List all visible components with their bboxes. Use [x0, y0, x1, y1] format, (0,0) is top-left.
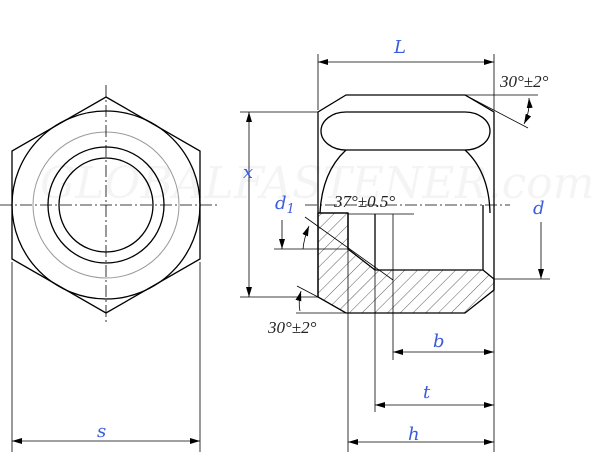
angle-thread-cone: 37°±0.5°	[333, 192, 395, 211]
dim-d-label: d	[533, 198, 545, 219]
dim-h-label: h	[408, 424, 420, 445]
dim-s-label: s	[97, 421, 106, 442]
watermark: GLOBALFASTENER.com	[40, 158, 594, 209]
dimensions	[240, 54, 550, 452]
bearing-band	[320, 111, 491, 151]
dome-right	[464, 149, 491, 214]
dim-t-label: t	[423, 382, 431, 403]
angle-bottom-chamfer: 30°±2°	[267, 318, 317, 337]
dim-x-label: x	[243, 162, 253, 183]
hatched-section	[317, 212, 495, 314]
dome-left	[319, 149, 347, 214]
outer-profile	[317, 94, 495, 297]
dim-d1-label: d1	[275, 193, 295, 217]
dim-b-label: b	[433, 331, 445, 352]
dim-L-label: L	[393, 37, 406, 58]
angle-top-chamfer: 30°±2°	[499, 72, 549, 91]
top-view	[0, 85, 218, 452]
